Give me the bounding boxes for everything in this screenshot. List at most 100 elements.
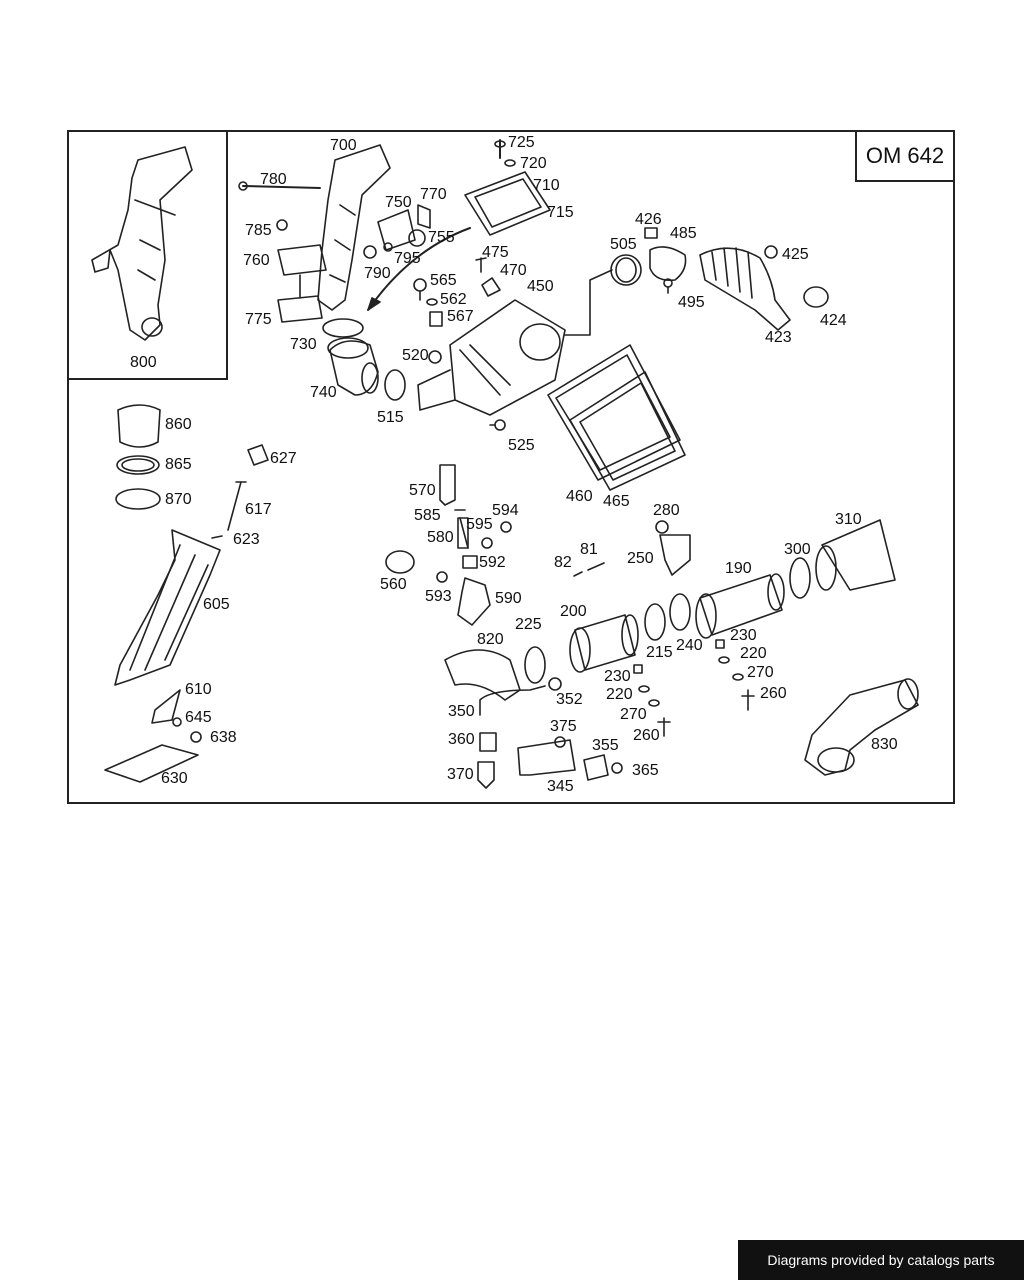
part-label: 800	[130, 354, 157, 371]
small-fasteners-shape	[633, 639, 755, 737]
part-label: 785	[245, 222, 272, 239]
part-label: 585	[414, 507, 441, 524]
part-label: 505	[610, 236, 637, 253]
part-label: 860	[165, 416, 192, 433]
part-label: 562	[440, 291, 467, 308]
part-label: 630	[161, 770, 188, 787]
part-label: 220	[740, 645, 767, 662]
gasket-710-shape	[464, 139, 551, 236]
part-label: 220	[606, 686, 633, 703]
part-label: 300	[784, 541, 811, 558]
part-label: 560	[380, 576, 407, 593]
mass-airflow-group-shape	[610, 227, 829, 331]
credit-footer: Diagrams provided by catalogs parts	[738, 1240, 1024, 1280]
small-brackets-shape	[363, 204, 431, 259]
part-label: 700	[330, 137, 357, 154]
part-label: 580	[427, 529, 454, 546]
duct-830-shape	[804, 678, 919, 776]
filter-elements-shape	[547, 344, 686, 491]
part-label: 190	[725, 560, 752, 577]
part-label: 465	[603, 493, 630, 510]
plates-630-shape	[104, 689, 202, 783]
part-label: 270	[620, 706, 647, 723]
sensors-570-shape	[439, 419, 512, 549]
part-label: 610	[185, 681, 212, 698]
part-label: 645	[185, 709, 212, 726]
bolt-617-group-shape	[211, 444, 269, 539]
part-label: 450	[527, 278, 554, 295]
valve-590-shape	[385, 550, 491, 626]
part-label: 820	[477, 631, 504, 648]
part-label: 360	[448, 731, 475, 748]
part-label: 590	[495, 590, 522, 607]
diagram-frame	[67, 130, 955, 804]
part-label: 375	[550, 718, 577, 735]
hose-820-shape	[444, 649, 521, 701]
part-label: 565	[430, 272, 457, 289]
part-label: 790	[364, 265, 391, 282]
part-label: 230	[604, 668, 631, 685]
part-label: 760	[243, 252, 270, 269]
part-label: 627	[270, 450, 297, 467]
part-label: 250	[627, 550, 654, 567]
part-label: 352	[556, 691, 583, 708]
part-label: 425	[782, 246, 809, 263]
part-label: 230	[730, 627, 757, 644]
part-label: 525	[508, 437, 535, 454]
part-label: 605	[203, 596, 230, 613]
inset-duct-800-shape	[91, 146, 193, 341]
pipe-350-shape	[477, 677, 562, 789]
bracket-605-shape	[114, 529, 221, 686]
part-label: 623	[233, 531, 260, 548]
part-label: 830	[871, 736, 898, 753]
filter-housing-450-shape	[417, 269, 613, 416]
part-label: 775	[245, 311, 272, 328]
part-label: 520	[402, 347, 429, 364]
part-label: 350	[448, 703, 475, 720]
part-label: 570	[409, 482, 436, 499]
part-label: 710	[533, 177, 560, 194]
part-label: 82	[554, 554, 572, 571]
bracket-760-shape	[238, 181, 327, 323]
part-label: 755	[428, 229, 455, 246]
part-label: 426	[635, 211, 662, 228]
part-label: 638	[210, 729, 237, 746]
part-label: 485	[670, 225, 697, 242]
part-label: 870	[165, 491, 192, 508]
part-label: 617	[245, 501, 272, 518]
part-label: 730	[290, 336, 317, 353]
part-label: 260	[760, 685, 787, 702]
part-label: 740	[310, 384, 337, 401]
part-label: 460	[566, 488, 593, 505]
elbow-740-shape	[322, 318, 406, 401]
part-label: 280	[653, 502, 680, 519]
part-label: 594	[492, 502, 519, 519]
part-label: 310	[835, 511, 862, 528]
part-label: 750	[385, 194, 412, 211]
part-label: 715	[547, 204, 574, 221]
inset-box-part-800	[67, 130, 228, 380]
part-label: 215	[646, 644, 673, 661]
bolts-565-group-shape	[413, 257, 501, 327]
part-label: 270	[747, 664, 774, 681]
part-label: 355	[592, 737, 619, 754]
part-label: 515	[377, 409, 404, 426]
part-label: 365	[632, 762, 659, 779]
part-label: 240	[676, 637, 703, 654]
part-label: 595	[466, 516, 493, 533]
part-label: 370	[447, 766, 474, 783]
part-label: 567	[447, 308, 474, 325]
part-label: 780	[260, 171, 287, 188]
part-label: 593	[425, 588, 452, 605]
part-label: 770	[420, 186, 447, 203]
intake-duct-700-shape	[317, 144, 391, 311]
cap-860-group-shape	[115, 404, 161, 510]
part-label: 260	[633, 727, 660, 744]
part-label: 725	[508, 134, 535, 151]
part-label: 424	[820, 312, 847, 329]
adapter-200-shape	[524, 593, 691, 684]
part-label: 865	[165, 456, 192, 473]
assembly-arrow	[367, 227, 471, 311]
part-label: 592	[479, 554, 506, 571]
